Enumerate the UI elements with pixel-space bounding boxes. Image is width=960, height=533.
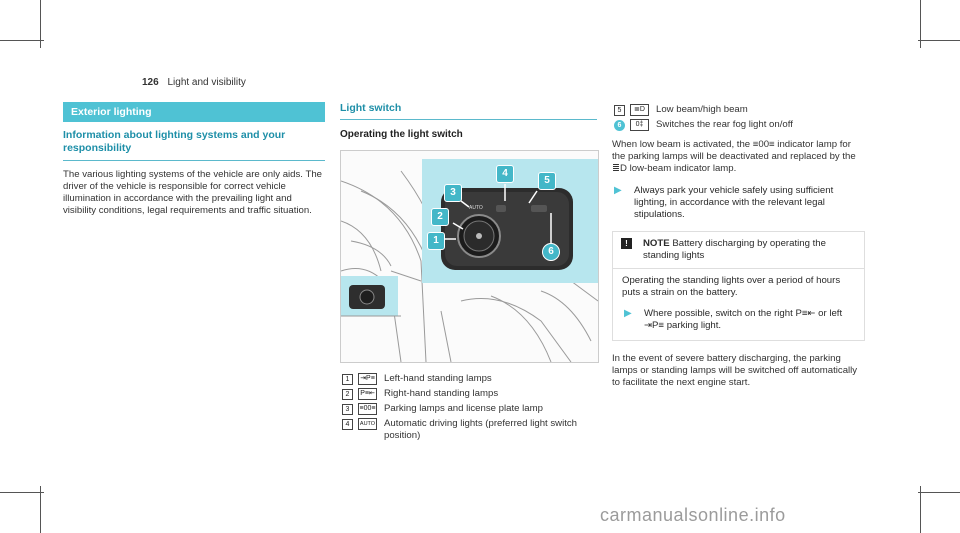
note-tip: ▶ Where possible, switch on the right P≡… [622,308,858,332]
tip: ▶ Always park your vehicle safely using … [612,185,865,221]
crop-mark [918,40,960,41]
auto-label: AUTO [469,205,483,211]
note-header: ! NOTE Battery discharging by operating … [613,232,864,269]
section-heading: Light switch [340,102,597,120]
column-middle: Light switch Operating the light switch [340,102,599,442]
subsection-heading: Operating the light switch [340,129,463,140]
crop-mark [0,492,44,493]
crop-mark [0,40,44,41]
legend-item: 3 ≡00≡ Parking lamps and license plate l… [340,403,597,415]
note-title: Battery discharging by operating the sta… [643,238,826,261]
crop-mark [40,486,41,533]
right-standing-lamp-icon: P≡⇤ [358,388,377,400]
callout-1: 1 [427,232,445,250]
chapter-title: Light and visibility [167,77,246,88]
item-text: Switches the rear fog light on/off [656,119,793,130]
crop-mark [918,492,960,493]
legend-item: 4 AUTO Automatic driving lights (preferr… [340,418,597,442]
parking-lamp-icon: ≡00≡ [358,403,377,415]
item-number: 5 [614,105,625,116]
arrow-right-icon: ▶ [624,308,632,319]
item-text: Left-hand standing lamps [384,373,492,384]
section-bar: Exterior lighting [63,102,325,122]
crop-mark [920,486,921,533]
item-number: 3 [342,404,353,415]
callout-5: 5 [538,172,556,190]
subheading: Information about lighting systems and y… [63,129,325,161]
paragraph: When low beam is activated, the ≡00≡ ind… [612,139,856,174]
rear-fog-light-icon: 0‡ [630,119,649,131]
watermark: carmanualsonline.info [600,505,786,525]
callout-4: 4 [496,165,514,183]
warning-icon: ! [621,238,632,249]
legend-item: 2 P≡⇤ Right-hand standing lamps [340,388,597,400]
legend-item: 1 ⇥P≡ Left-hand standing lamps [340,373,597,385]
note-body: Operating the standing lights over a per… [613,269,864,340]
legend-list: 1 ⇥P≡ Left-hand standing lamps 2 P≡⇤ Rig… [340,373,597,442]
item-text: Right-hand standing lamps [384,388,499,399]
callout-3: 3 [444,184,462,202]
tip-text: Always park your vehicle safely using su… [634,185,834,220]
light-switch-illustration: AUTO 1 2 3 4 5 6 [340,150,599,363]
low-beam-icon: ≣D [630,104,649,116]
crop-mark [920,0,921,48]
dashboard-drawing: AUTO [341,159,598,362]
callout-6: 6 [542,243,560,261]
auto-light-icon: AUTO [358,418,377,430]
column-left: Exterior lighting Information about ligh… [63,102,325,217]
note-label: NOTE [643,238,670,249]
legend-item: 5 ≣D Low beam/high beam [612,104,865,116]
callout-2: 2 [431,208,449,226]
item-text: Parking lamps and license plate lamp [384,403,543,414]
crop-mark [40,0,41,48]
running-header: 126 Light and visibility [142,77,246,88]
page-number: 126 [142,77,159,88]
arrow-right-icon: ▶ [614,185,622,196]
item-number: 1 [342,374,353,385]
paragraph: The various lighting systems of the vehi… [63,169,322,216]
left-standing-lamp-icon: ⇥P≡ [358,373,377,385]
column-right: 5 ≣D Low beam/high beam 6 0‡ Switches th… [612,102,865,389]
note-text: Operating the standing lights over a per… [622,275,841,298]
item-text: Low beam/high beam [656,104,748,115]
item-number: 6 [614,120,625,131]
note-tip-text: Where possible, switch on the right P≡⇤ … [644,308,843,331]
item-number: 2 [342,389,353,400]
item-number: 4 [342,419,353,430]
paragraph: In the event of severe battery dischargi… [612,353,858,388]
legend-item: 6 0‡ Switches the rear fog light on/off [612,119,865,131]
note-box: ! NOTE Battery discharging by operating … [612,231,865,341]
item-text: Automatic driving lights (preferred ligh… [384,418,578,441]
